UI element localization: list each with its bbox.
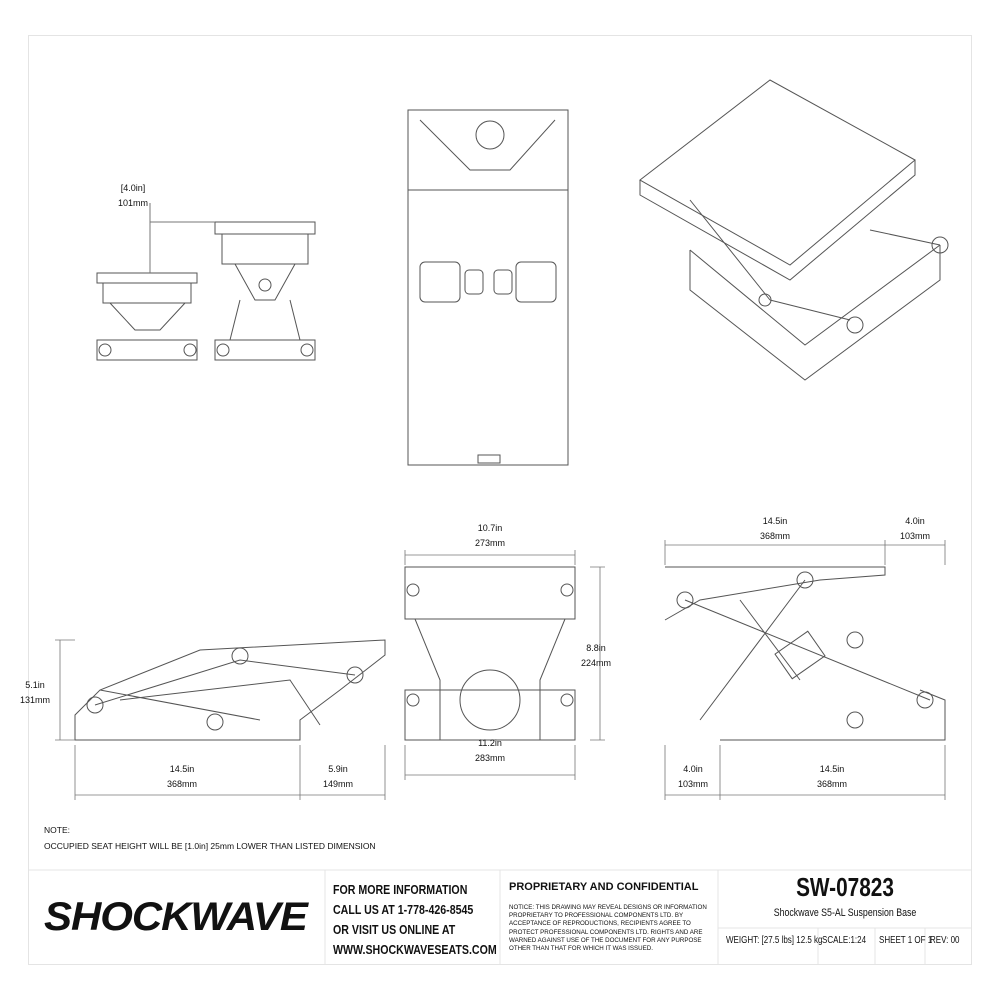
side-view-right [664,566,946,741]
front-view [404,566,576,741]
contact-info: FOR MORE INFORMATION CALL US AT 1-778-42… [333,880,497,960]
note-label: NOTE: [44,825,70,835]
info-phone: CALL US AT 1-778-426-8545 [333,903,474,917]
proprietary-title: PROPRIETARY AND CONFIDENTIAL [509,881,699,893]
dim-top-left-height: [4.0in]101mm [117,183,149,208]
dimension-lines [55,540,946,800]
info-website: WWW.SHOCKWAVESEATS.COM [333,943,497,957]
weight: WEIGHT: [27.5 lbs] 12.5 kg [726,935,823,946]
title-block-grid [28,869,972,965]
note-text: OCCUPIED SEAT HEIGHT WILL BE [1.0in] 25m… [44,841,376,851]
part-name: Shockwave S5-AL Suspension Base [773,907,917,919]
extended-front-view [214,221,316,361]
proprietary-notice: NOTICE: THIS DRAWING MAY REVEAL DESIGNS … [509,904,707,953]
top-view [407,109,569,466]
compressed-front-view [96,272,198,361]
part-number: SW-07823 [796,872,894,902]
info-line: OR VISIT US ONLINE AT [333,923,456,937]
side-view-left [74,639,386,741]
shockwave-logo: SHOCKWAVE [44,895,308,939]
sheet: SHEET 1 OF 1 [879,935,933,946]
isometric-view [639,79,949,381]
revision: REV: 00 [930,935,960,946]
info-line: FOR MORE INFORMATION [333,883,468,897]
scale: SCALE:1:24 [822,935,867,946]
